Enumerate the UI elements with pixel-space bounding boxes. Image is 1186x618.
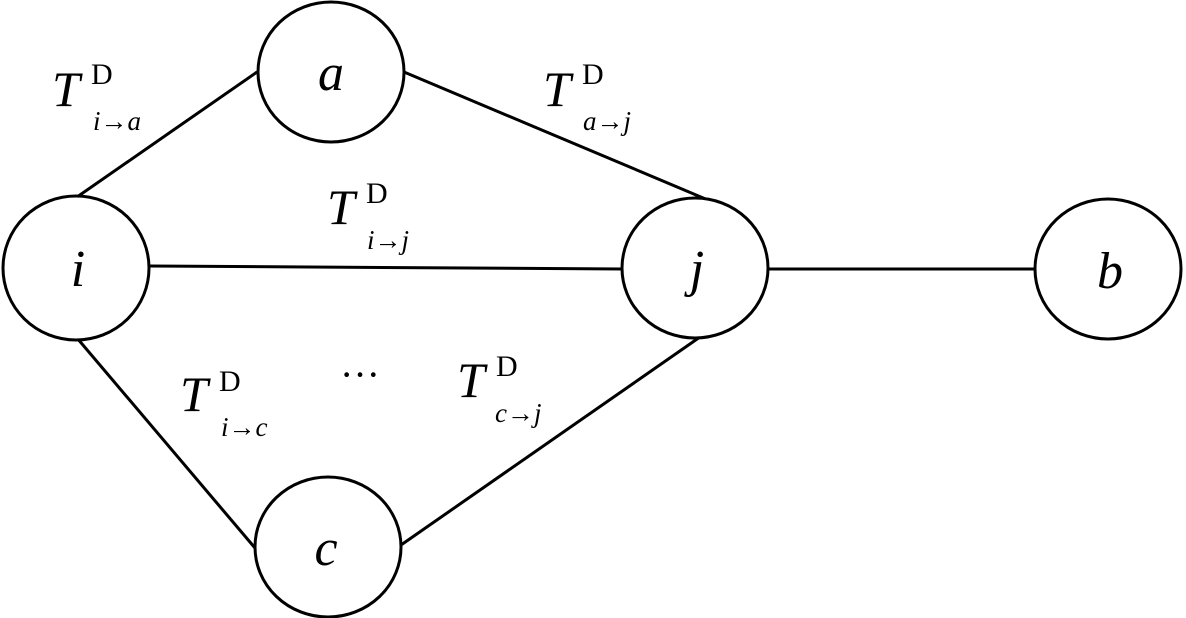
node-i-label: i (71, 241, 85, 298)
edge-label-i-c-main: T (180, 366, 211, 422)
node-i-circle (1, 194, 151, 342)
node-c: c (253, 475, 403, 618)
edge-label-i-a-main: T (52, 61, 83, 117)
node-j-circle (620, 196, 770, 340)
edge-label-c-j-main: T (457, 352, 488, 408)
edge-label-i-j: T D i→j (327, 177, 409, 255)
edge-label-i-j-sub: i→j (367, 225, 409, 255)
node-i: i (1, 194, 151, 342)
edge-label-i-j-sup: D (366, 177, 388, 210)
node-a-circle (256, 0, 406, 144)
edge-label-a-j: T D a→j (543, 58, 631, 136)
edge-label-i-a-sup: D (91, 58, 113, 91)
edge-i-j (149, 264, 623, 271)
edge-label-i-a: T D i→a (52, 58, 141, 136)
edge-label-c-j-sup: D (496, 350, 518, 383)
edge-a-j (403, 70, 709, 202)
edge-c-j (400, 335, 701, 547)
edges (75, 70, 1036, 549)
node-a-label: a (318, 45, 344, 102)
edge-label-i-c-sub: i→c (221, 412, 268, 442)
node-b: b (1033, 197, 1183, 341)
edge-label-c-j-sub: c→j (495, 398, 542, 428)
node-b-circle (1033, 197, 1183, 341)
ellipsis: ··· (340, 352, 380, 397)
node-c-label: c (314, 520, 337, 577)
node-j-label: j (684, 241, 704, 298)
edge-label-a-j-main: T (543, 61, 574, 117)
node-b-label: b (1097, 243, 1123, 300)
edge-label-i-a-sub: i→a (93, 106, 141, 136)
edge-label-a-j-sup: D (582, 58, 604, 91)
edge-label-i-c: T D i→c (180, 365, 268, 442)
edge-label-c-j: T D c→j (457, 350, 542, 428)
node-j: j (620, 196, 770, 340)
edge-i-a (76, 70, 258, 199)
edge-label-i-j-main: T (327, 179, 358, 235)
node-a: a (256, 0, 406, 144)
edge-label-a-j-sub: a→j (583, 106, 631, 136)
edge-i-c (75, 337, 257, 549)
node-c-circle (253, 475, 403, 618)
edge-label-i-c-sup: D (219, 365, 241, 398)
